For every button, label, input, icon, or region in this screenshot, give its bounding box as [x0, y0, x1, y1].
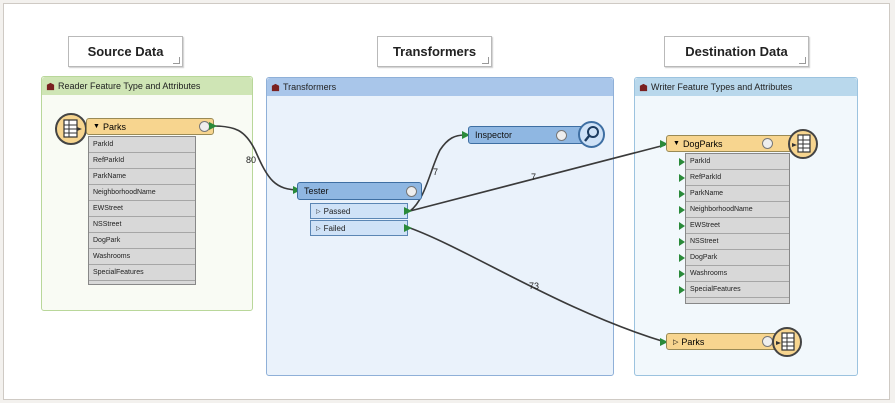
attribute-row[interactable]: EWStreet	[679, 218, 789, 234]
attribute-row[interactable]: SpecialFeatures	[89, 265, 195, 281]
output-port-icon[interactable]	[403, 206, 413, 216]
expand-icon[interactable]: ▼	[673, 140, 680, 147]
gear-icon[interactable]	[762, 138, 773, 149]
reader-feature-type[interactable]: ▼ Parks	[86, 118, 214, 135]
attribute-port-icon	[679, 270, 685, 278]
feature-count-passed-inspector: 7	[433, 167, 439, 177]
gear-icon[interactable]	[556, 130, 567, 141]
dogparks-attribute-list: ParkId RefParkId ParkName NeighborhoodNa…	[679, 153, 790, 304]
reader-database-icon[interactable]	[55, 113, 87, 145]
attribute-row[interactable]: DogPark	[89, 233, 195, 249]
dogparks-name: DogParks	[682, 138, 723, 149]
attribute-port-icon	[679, 238, 685, 246]
writer-bookmark-title: Writer Feature Types and Attributes	[651, 82, 793, 92]
table-icon	[63, 119, 82, 138]
parks-writer-database-icon[interactable]	[772, 327, 802, 357]
link-passed-to-dogparks	[409, 144, 666, 212]
attribute-row[interactable]: RefParkId	[89, 153, 195, 169]
port-expand-icon: ▷	[316, 225, 321, 232]
attribute-port-icon	[679, 158, 685, 166]
attribute-row[interactable]: Washrooms	[89, 249, 195, 265]
attribute-port-icon	[679, 222, 685, 230]
dogparks-writer-feature-type[interactable]: ▼ DogParks	[666, 135, 794, 152]
destination-data-note[interactable]: Destination Data	[664, 36, 809, 67]
source-data-note[interactable]: Source Data	[68, 36, 183, 67]
collapse-icon[interactable]: ▷	[673, 338, 679, 346]
feature-count-failed-parks: 73	[529, 281, 540, 291]
reader-feature-type-name: Parks	[102, 121, 126, 132]
attribute-row[interactable]: ParkId	[89, 137, 195, 153]
failed-label: Failed	[323, 223, 346, 233]
output-port-icon[interactable]	[208, 121, 218, 131]
bookmark-icon	[271, 83, 280, 91]
dogparks-database-icon[interactable]	[788, 129, 818, 159]
expand-icon[interactable]: ▼	[93, 123, 100, 130]
attribute-row[interactable]: Washrooms	[679, 266, 789, 282]
attribute-port-icon	[679, 286, 685, 294]
feature-count-passed-dogparks: 7	[531, 172, 537, 182]
tester-label: Tester	[304, 186, 329, 196]
attribute-port-icon	[679, 206, 685, 214]
attribute-row[interactable]: EWStreet	[89, 201, 195, 217]
bookmark-icon	[46, 82, 55, 90]
attribute-row[interactable]: NSStreet	[89, 217, 195, 233]
attribute-row[interactable]: RefParkId	[679, 170, 789, 186]
feature-count-reader-tester: 80	[246, 155, 257, 165]
port-expand-icon: ▷	[316, 208, 321, 215]
table-icon	[792, 134, 811, 153]
attribute-row[interactable]: SpecialFeatures	[679, 282, 789, 298]
link-failed-to-parks	[409, 227, 666, 343]
writer-bookmark-header[interactable]: Writer Feature Types and Attributes	[635, 78, 857, 96]
magnifier-icon	[584, 126, 599, 142]
table-icon	[776, 332, 795, 351]
inspector-label: Inspector	[475, 130, 513, 140]
transformers-bookmark-title: Transformers	[283, 82, 337, 92]
attribute-row[interactable]: NeighborhoodName	[679, 202, 789, 218]
attribute-port-icon	[679, 190, 685, 198]
bookmark-icon	[639, 83, 648, 91]
reader-bookmark-header[interactable]: Reader Feature Type and Attributes	[42, 77, 252, 95]
tester-transformer[interactable]: Tester	[297, 182, 422, 200]
attribute-row[interactable]: NSStreet	[679, 234, 789, 250]
passed-label: Passed	[323, 206, 351, 216]
attribute-row[interactable]: ParkName	[679, 186, 789, 202]
parks-writer-name: Parks	[681, 336, 705, 347]
output-port-icon[interactable]	[403, 223, 413, 233]
attribute-row[interactable]: ParkName	[89, 169, 195, 185]
inspector-transformer[interactable]: Inspector	[468, 126, 588, 144]
inspector-magnifier-icon[interactable]	[578, 121, 605, 148]
link-reader-to-tester	[212, 125, 301, 191]
attribute-row[interactable]: NeighborhoodName	[89, 185, 195, 201]
attribute-port-icon	[679, 174, 685, 182]
input-port-icon[interactable]	[659, 139, 669, 149]
passed-port[interactable]: ▷ Passed	[310, 203, 408, 219]
input-port-icon[interactable]	[659, 337, 669, 347]
gear-icon[interactable]	[406, 186, 417, 197]
attribute-port-icon	[679, 254, 685, 262]
transformers-bookmark-header[interactable]: Transformers	[267, 78, 613, 96]
input-port-icon[interactable]	[461, 130, 471, 140]
attribute-row[interactable]: DogPark	[679, 250, 789, 266]
parks-writer-feature-type[interactable]: ▷ Parks	[666, 333, 794, 350]
reader-attribute-list: ParkId RefParkId ParkName NeighborhoodNa…	[88, 136, 196, 285]
failed-port[interactable]: ▷ Failed	[310, 220, 408, 236]
transformers-note[interactable]: Transformers	[377, 36, 492, 67]
reader-bookmark-title: Reader Feature Type and Attributes	[58, 81, 201, 91]
attribute-row[interactable]: ParkId	[679, 154, 789, 170]
